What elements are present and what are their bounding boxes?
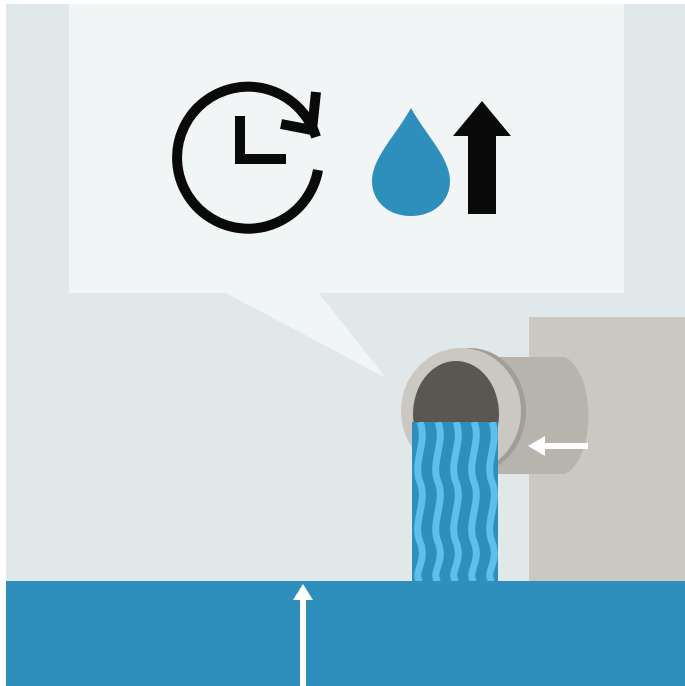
water-pool xyxy=(6,581,685,686)
water-stream xyxy=(412,422,498,582)
